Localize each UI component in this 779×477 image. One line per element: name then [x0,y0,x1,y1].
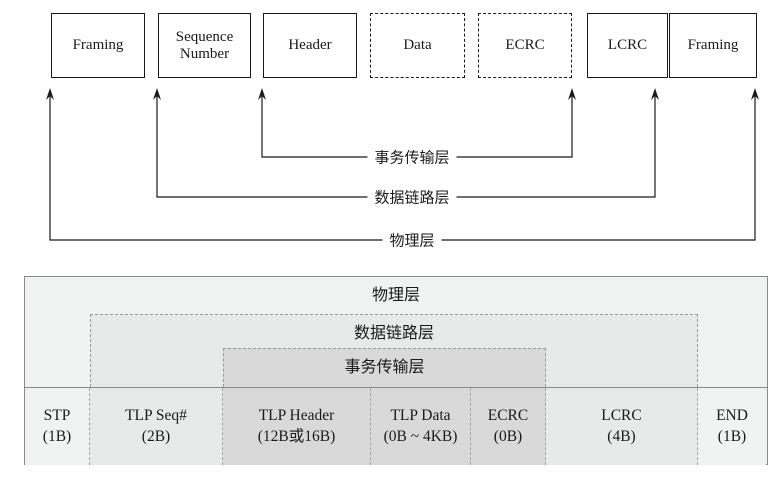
bracket-label-data-link-layer: 数据链路层 [367,186,457,208]
packet-cell-stp-size: (1B) [42,427,72,445]
packet-cell-tlp-seq-label: TLP Seq# [125,406,187,424]
packet-cell-tlp-data-size: (0B ~ 4KB) [383,427,458,445]
packet-field-ecrc-4: ECRC [478,13,572,78]
bracket-physical-layer [49,94,756,241]
packet-cell-tlp-header: TLP Header (12B或16B) [223,388,371,465]
packet-cell-lcrc-size: (4B) [607,427,636,445]
physical-layer-band-title: 物理层 [371,285,420,304]
packet-field-header-2: Header [263,13,357,78]
bracket-label-physical-layer: 物理层 [382,229,442,251]
packet-cell-ecrc-label: ECRC [487,406,529,424]
packet-cell-end-label: END [716,406,748,424]
packet-cell-end-size: (1B) [717,427,747,445]
packet-cell-ecrc: ECRC (0B) [471,388,546,465]
transaction-layer-band-title: 事务传输层 [344,357,425,376]
packet-cell-lcrc-label: LCRC [601,406,642,424]
pcie-layer-panel: 物理层 数据链路层 事务传输层 STP (1B) TLP Seq# (2B) TLP H… [24,276,768,465]
packet-cell-tlp-header-size: (12B或16B) [257,427,336,445]
packet-field-lcrc-5: LCRC [587,13,668,78]
packet-cell-tlp-data: TLP Data (0B ~ 4KB) [371,388,471,465]
bracket-lines [46,88,759,241]
packet-cell-lcrc: LCRC (4B) [546,388,698,465]
transaction-layer-band: 事务传输层 [223,348,546,387]
packet-field-data-3: Data [370,13,465,78]
packet-field-framing-0: Framing [51,13,145,78]
bracket-label-transaction-layer: 事务传输层 [367,146,457,168]
packet-cell-stp-label: STP [43,406,71,424]
packet-cell-tlp-seq-size: (2B) [141,427,171,445]
layer-bracket-diagram: 事务传输层数据链路层物理层 [0,86,779,261]
packet-cell-tlp-seq: TLP Seq# (2B) [90,388,223,465]
packet-field-framing-6: Framing [669,13,757,78]
packet-cell-row: STP(1B)TLP Seq#(2B)TLP Header(12B或16B)TL… [25,387,767,465]
packet-cell-ecrc-size: (0B) [493,427,523,445]
packet-cell-stp: STP (1B) [25,388,90,465]
data-link-layer-band-title: 数据链路层 [353,323,434,342]
bracket-transaction-layer [261,94,573,158]
bracket-data-link-layer [156,94,656,198]
packet-cell-end: END (1B) [698,388,766,465]
packet-cell-tlp-header-label: TLP Header [258,406,335,424]
packet-cell-tlp-data-label: TLP Data [390,406,451,424]
